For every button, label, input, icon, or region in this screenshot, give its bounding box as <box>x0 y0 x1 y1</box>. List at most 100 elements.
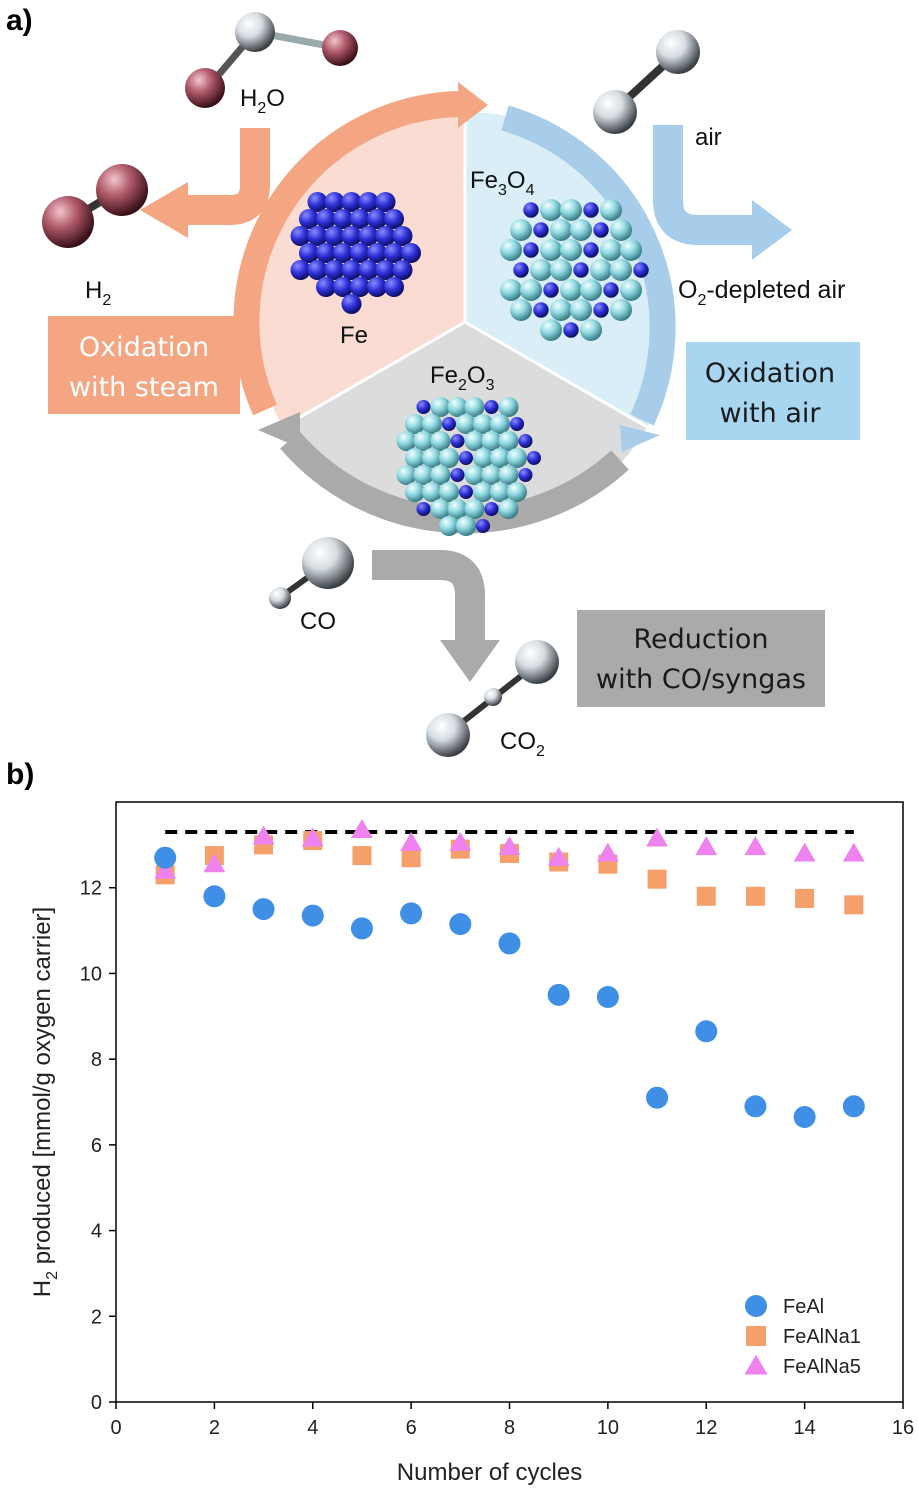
atom <box>324 192 345 212</box>
atom <box>620 279 642 301</box>
atom <box>464 397 485 417</box>
data-point <box>647 869 667 889</box>
atom <box>350 209 370 229</box>
atom <box>442 417 456 431</box>
data-point <box>400 831 423 851</box>
panel-b-label: b) <box>6 758 34 791</box>
atom <box>498 465 519 485</box>
atom <box>533 302 549 318</box>
atom <box>375 260 396 280</box>
y-tick-label: 2 <box>91 1306 102 1328</box>
atom <box>333 209 353 229</box>
data-point <box>695 836 718 856</box>
atom <box>392 226 413 246</box>
x-axis-label: Number of cycles <box>397 1459 582 1486</box>
atom <box>416 400 431 414</box>
data-point <box>301 904 324 927</box>
atom <box>307 192 328 212</box>
atom <box>560 199 582 221</box>
legend-marker <box>744 1354 768 1375</box>
oxidation-air-line1: Oxidation <box>705 358 835 389</box>
x-tick-label: 4 <box>307 1417 318 1439</box>
data-point <box>252 825 275 845</box>
y-tick-label: 10 <box>80 963 102 985</box>
atom <box>350 243 370 263</box>
y-tick-label: 4 <box>91 1221 102 1243</box>
atom <box>633 262 649 278</box>
atom <box>510 219 532 241</box>
atom <box>498 431 519 451</box>
atom <box>324 226 345 246</box>
atom <box>341 192 362 212</box>
air-label: air <box>695 124 722 151</box>
atom <box>484 400 499 414</box>
x-tick-label: 12 <box>695 1417 717 1439</box>
data-point <box>352 846 372 866</box>
data-point <box>449 913 472 936</box>
atom <box>527 451 541 465</box>
atom <box>413 431 434 451</box>
atom <box>459 485 473 499</box>
o2-depleted-air-label: O2-depleted air <box>678 276 845 309</box>
atom <box>341 226 362 246</box>
o2-molecule <box>593 30 700 134</box>
steam-flow-arrowhead <box>140 182 188 238</box>
data-point <box>154 846 177 869</box>
legend-marker <box>745 1295 767 1317</box>
data-point <box>449 831 472 851</box>
atom <box>520 279 542 301</box>
atom <box>384 209 404 229</box>
data-point <box>596 986 619 1008</box>
air-arc-arrow <box>501 105 676 426</box>
data-point <box>795 888 815 908</box>
atom <box>447 499 468 519</box>
atom <box>580 279 602 301</box>
atom <box>550 259 572 281</box>
fe2o3-label: Fe2O3 <box>430 362 495 394</box>
atom <box>583 242 599 258</box>
atom <box>375 192 396 212</box>
data-point <box>842 842 865 862</box>
atom <box>316 243 336 263</box>
reduction-box <box>577 610 825 707</box>
data-point <box>301 827 324 847</box>
h2o-molecule <box>185 12 358 108</box>
atom <box>459 451 473 465</box>
atom <box>563 322 579 338</box>
data-point <box>745 886 765 906</box>
atom <box>464 465 485 485</box>
fe3o4-nanoparticle <box>500 199 649 341</box>
atom <box>358 226 379 246</box>
atom <box>450 468 465 482</box>
data-point <box>154 859 177 879</box>
data-point <box>252 898 275 921</box>
x-tick-label: 8 <box>504 1417 515 1439</box>
atom <box>367 209 387 229</box>
data-point <box>547 846 570 866</box>
atom <box>476 519 490 533</box>
data-point <box>744 836 767 856</box>
data-point <box>203 853 226 873</box>
legend-label: FeAlNa1 <box>783 1326 861 1348</box>
atom <box>358 192 379 212</box>
atom <box>473 448 493 468</box>
fe-label: Fe <box>340 322 368 349</box>
atom <box>593 222 609 238</box>
atom <box>396 465 417 485</box>
atom <box>290 260 311 280</box>
oxidation-steam-box <box>48 316 240 414</box>
atom <box>367 243 387 263</box>
atom <box>513 262 529 278</box>
reduction-flow-arrow <box>372 550 485 640</box>
sector-divider <box>282 320 466 429</box>
atom <box>600 199 622 221</box>
oxidation-steam-line1: Oxidation <box>79 332 209 363</box>
atom <box>570 219 592 241</box>
atom <box>401 243 421 263</box>
x-tick-label: 10 <box>597 1417 619 1439</box>
atom <box>550 299 572 321</box>
atom <box>422 414 442 434</box>
atom <box>450 434 465 448</box>
